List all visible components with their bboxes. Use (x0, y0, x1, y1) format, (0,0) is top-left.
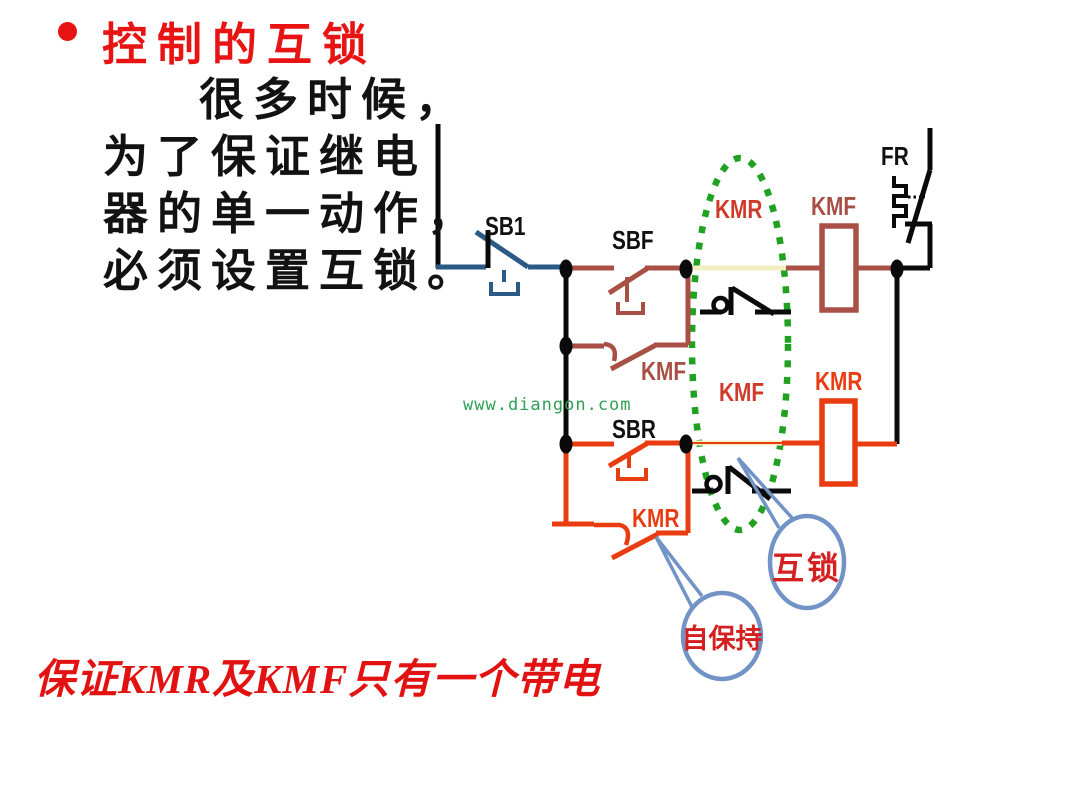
interlock-callout-bubble (767, 513, 847, 611)
kmf-coil-label: KMF (811, 191, 857, 221)
sbf-label: SBF (612, 225, 654, 255)
sb1-label: SB1 (485, 211, 526, 241)
kmf-interlock-contact-symbol (692, 465, 791, 501)
watermark: www.diangon.com (463, 395, 632, 415)
sbr-start-button-symbol (566, 440, 688, 481)
callout-tails (654, 456, 795, 608)
bottom-note: 保证KMR及KMF只有一个带电 (34, 656, 601, 702)
title-bullet-icon (58, 22, 77, 41)
self-holding-callout-bubble (680, 590, 764, 682)
paragraph-line: 必须设置互锁。 (103, 246, 482, 296)
paragraph-line: 很多时候， (199, 75, 470, 125)
slide-title: 控制的互锁 (102, 20, 378, 70)
power-rails (435, 124, 900, 444)
junction-dots (559, 259, 904, 454)
paragraph-line: 器的单一动作， (103, 189, 482, 239)
sbr-label: SBR (612, 414, 656, 444)
sbf-start-button-symbol (566, 265, 688, 315)
kmf-interlock-contact-label: KMF (719, 377, 765, 407)
kmf-aux-contact-label: KMF (641, 356, 687, 386)
kmr-coil-symbol (819, 398, 858, 487)
kmr-aux-contact-symbol (552, 444, 691, 561)
kmf-coil-symbol (819, 223, 859, 313)
kmr-interlock-contact-symbol (700, 285, 791, 317)
reverse-row-wire (782, 440, 897, 447)
kmr-coil-label: KMR (815, 366, 863, 396)
kmr-interlock-contact-label: KMR (715, 194, 763, 224)
interlock-highlight-ellipse (688, 154, 792, 534)
kmr-aux-contact-label: KMR (632, 503, 680, 533)
self-holding-callout-text: 自保持 (681, 624, 763, 654)
interlock-callout-text: 互锁 (771, 550, 842, 586)
fr-label: FR (881, 141, 909, 171)
paragraph-line: 为了保证继电 (103, 132, 428, 182)
intro-paragraph: 很多时候， 为了保证继电 器的单一动作， 必须设置互锁。 (103, 72, 481, 300)
